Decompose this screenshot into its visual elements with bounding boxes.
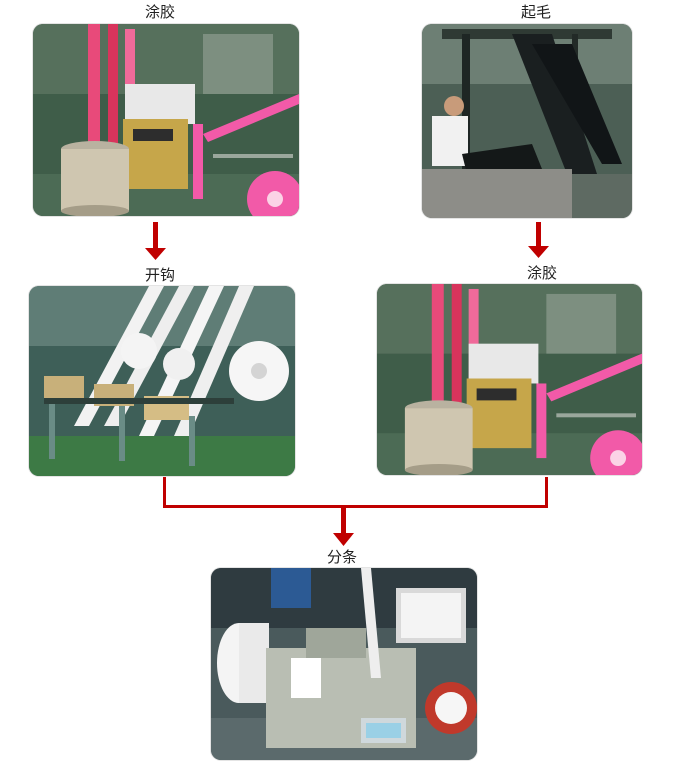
label-slitting: 分条: [326, 548, 357, 566]
photo-coating-top: [33, 24, 299, 216]
photo-coating-right: [377, 284, 642, 475]
label-coating-top: 涂胶: [144, 3, 175, 21]
photo-slitting: [211, 568, 477, 760]
arrow-napping-to-coating: [528, 222, 549, 258]
photo-napping: [422, 24, 632, 218]
photo-hooking: [29, 286, 295, 476]
label-napping: 起毛: [520, 3, 551, 21]
label-coating-right: 涂胶: [526, 264, 557, 282]
merge-connector: [163, 477, 548, 546]
arrow-coating-to-hooking: [145, 222, 166, 260]
label-hooking: 开钩: [144, 266, 175, 284]
